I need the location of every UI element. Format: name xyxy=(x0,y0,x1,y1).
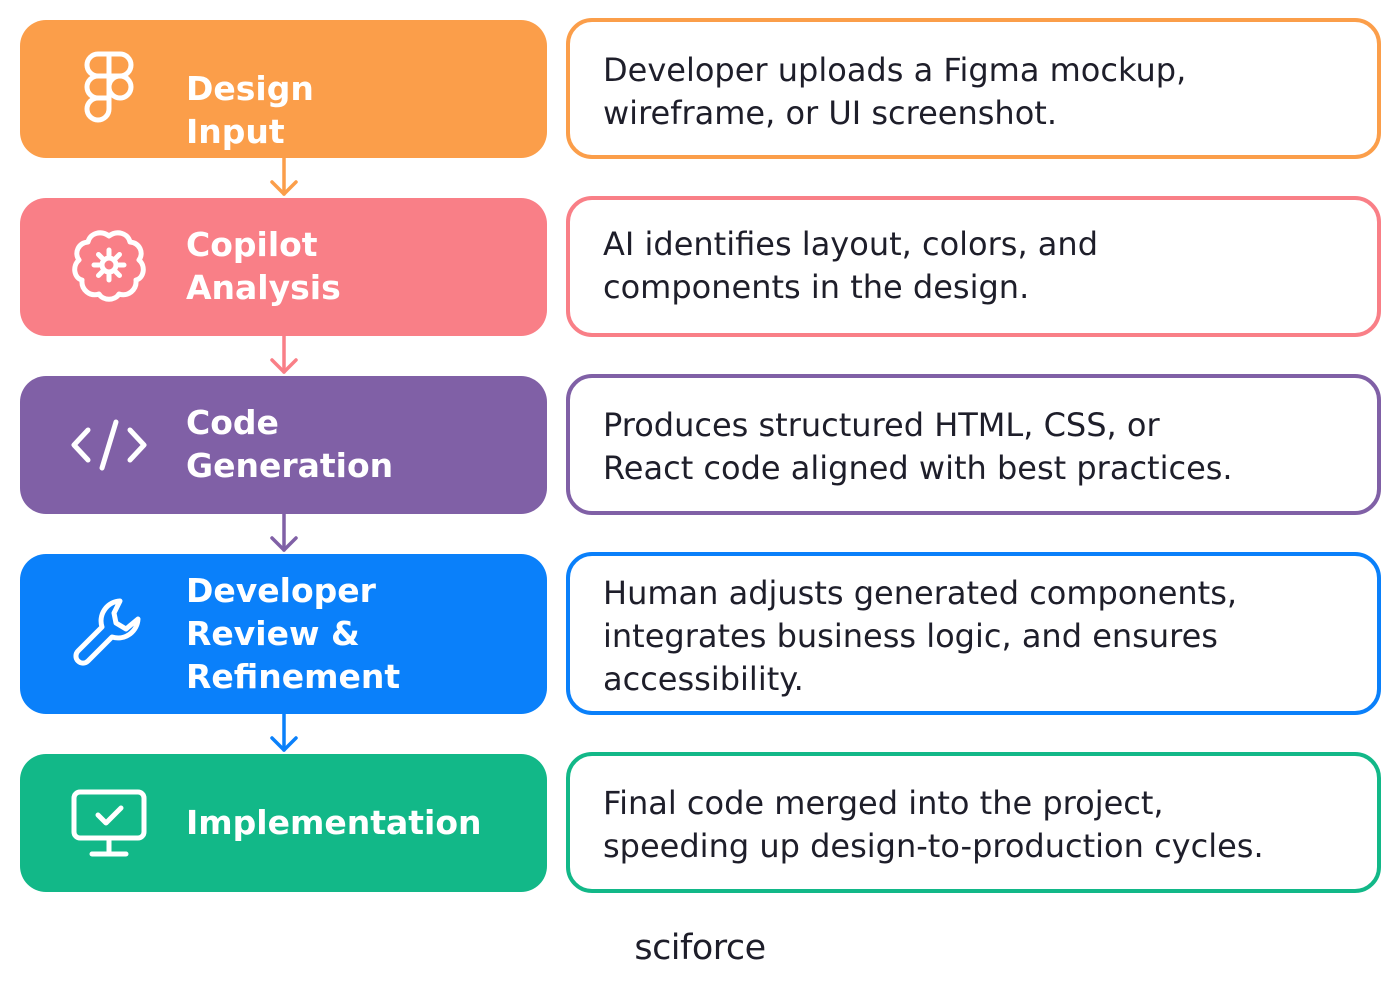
step-description: Produces structured HTML, CSS, or React … xyxy=(603,406,1233,487)
step-copilot-analysis: Copilot Analysis xyxy=(20,198,547,336)
brain-gear-icon xyxy=(70,228,148,306)
brand-logo: sciforce xyxy=(0,918,1400,978)
step-description-box: Produces structured HTML, CSS, or React … xyxy=(566,374,1381,515)
step-design-input: Design Input xyxy=(20,20,547,158)
step-title: Developer Review & Refinement xyxy=(186,571,401,696)
step-title: Implementation xyxy=(186,803,482,842)
step-description-box: Developer uploads a Figma mockup, wirefr… xyxy=(566,18,1381,159)
step-implementation: Implementation xyxy=(20,754,547,892)
step-description: Final code merged into the project, spee… xyxy=(603,784,1264,865)
step-title: Copilot Analysis xyxy=(186,225,341,307)
step-developer-review: Developer Review & Refinement xyxy=(20,554,547,714)
step-title: Design Input xyxy=(186,69,314,151)
code-icon xyxy=(70,406,148,484)
monitor-check-icon xyxy=(70,784,148,862)
step-description: Human adjusts generated components, inte… xyxy=(603,574,1238,698)
wrench-icon xyxy=(70,595,148,673)
step-description-box: Human adjusts generated components, inte… xyxy=(566,552,1381,715)
arrow-down-icon xyxy=(270,714,298,752)
step-title: Code Generation xyxy=(186,403,394,485)
brand-name: sciforce xyxy=(634,928,766,968)
arrow-down-icon xyxy=(270,514,298,552)
step-description: Developer uploads a Figma mockup, wirefr… xyxy=(603,51,1187,132)
step-description: AI identifies layout, colors, and compon… xyxy=(603,225,1098,306)
figma-icon xyxy=(70,50,148,128)
step-description-box: Final code merged into the project, spee… xyxy=(566,752,1381,893)
arrow-down-icon xyxy=(270,158,298,196)
step-description-box: AI identifies layout, colors, and compon… xyxy=(566,196,1381,337)
arrow-down-icon xyxy=(270,336,298,374)
step-code-generation: Code Generation xyxy=(20,376,547,514)
